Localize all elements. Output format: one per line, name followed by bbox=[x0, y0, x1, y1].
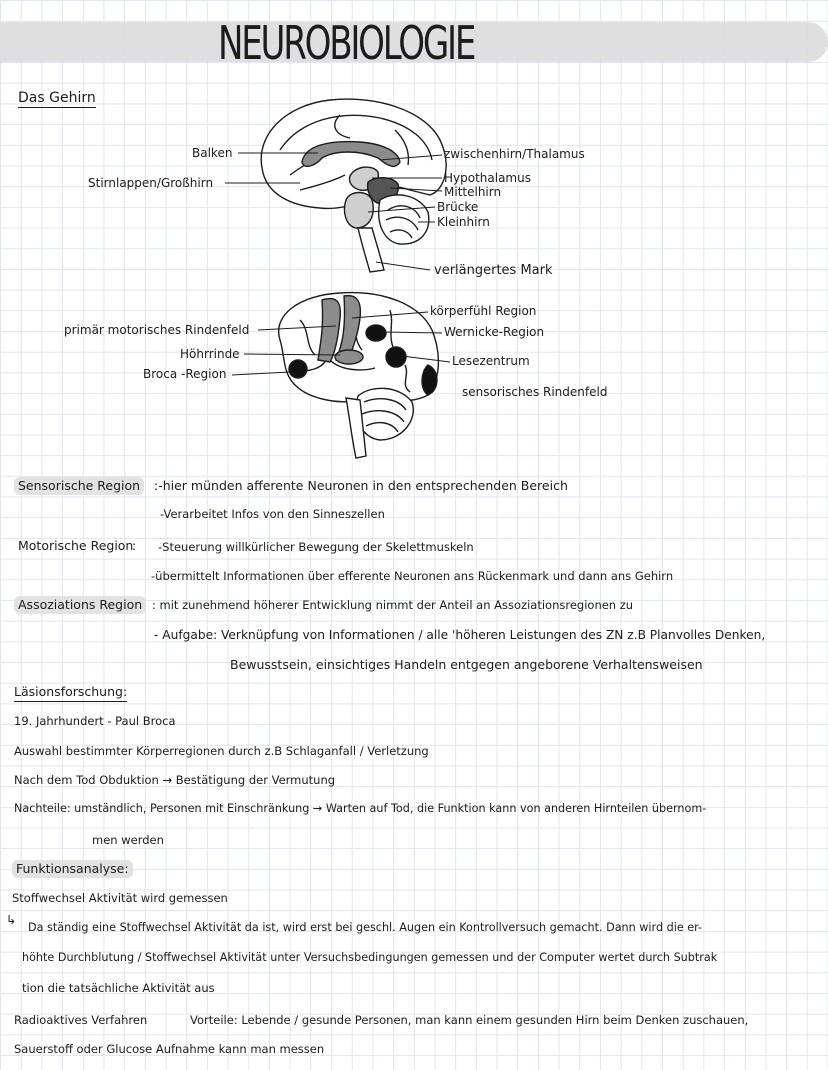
somatosensory-cortex bbox=[335, 294, 362, 363]
laesion-item-4-cont: men werden bbox=[92, 833, 164, 847]
broca-region bbox=[288, 359, 308, 379]
brain-lateral-diagram bbox=[277, 291, 440, 459]
diagram2-leader-lines bbox=[231, 311, 451, 376]
medulla bbox=[357, 227, 385, 273]
assoziations-region-line1: : mit zunehmend höherer Entwicklung nimm… bbox=[152, 598, 634, 612]
label-hypothalamus: Hypothalamus bbox=[444, 171, 531, 185]
arrow-return-icon: ↳ bbox=[6, 912, 17, 927]
label-bruecke: Brücke bbox=[437, 200, 479, 214]
diagram1-leader-lines bbox=[225, 152, 443, 271]
label-stirnlappen: Stirnlappen/Großhirn bbox=[88, 176, 214, 190]
funktion-heading: Funktionsanalyse: bbox=[12, 860, 133, 878]
wernicke-region bbox=[365, 324, 387, 342]
lateral-cerebellum bbox=[355, 387, 414, 441]
assoziations-region-line2: - Aufgabe: Verknüpfung von Informationen… bbox=[154, 628, 766, 642]
label-kleinhirn: Kleinhirn bbox=[437, 215, 490, 229]
laesion-item-3: Nach dem Tod Obduktion → Bestätigung der… bbox=[14, 773, 336, 787]
corpus-callosum bbox=[301, 140, 401, 168]
motorische-region-label: Motorische Region bbox=[18, 538, 134, 553]
funktion-item-6: Vorteile: Lebende / gesunde Personen, ma… bbox=[190, 1013, 749, 1027]
auditory-cortex bbox=[334, 349, 364, 365]
funktion-item-7: Sauerstoff oder Glucose Aufnahme kann ma… bbox=[14, 1042, 325, 1056]
funktion-item-4: tion die tatsächliche Aktivität aus bbox=[22, 981, 215, 995]
label-sensorisches-rindenfeld: sensorisches Rindenfeld bbox=[462, 385, 608, 399]
sensorische-region-line1: :-hier münden afferente Neuronen in den … bbox=[154, 478, 568, 493]
label-balken: Balken bbox=[192, 146, 233, 160]
assoziations-region-line3: Bewusstsein, einsichtiges Handeln entgeg… bbox=[230, 657, 703, 672]
laesion-heading: Läsionsforschung: bbox=[14, 684, 128, 702]
section-heading-brain: Das Gehirn bbox=[18, 90, 96, 108]
label-zwischenhirn: zwischenhirn/Thalamus bbox=[444, 147, 585, 161]
lateral-brainstem bbox=[345, 397, 367, 459]
label-verlaengertes-mark: verlängertes Mark bbox=[434, 263, 553, 278]
funktion-item-5: Radioaktives Verfahren bbox=[14, 1013, 148, 1027]
label-mittelhirn: Mittelhirn bbox=[444, 185, 502, 199]
cerebellum-folds bbox=[385, 205, 421, 239]
label-hoehrrinde: Höhrrinde bbox=[180, 347, 240, 361]
reading-center bbox=[385, 346, 407, 368]
label-wernicke-region: Wernicke-Region bbox=[444, 325, 545, 339]
laesion-item-4: Nachteile: umständlich, Personen mit Ein… bbox=[14, 802, 707, 815]
motor-cortex bbox=[317, 297, 342, 363]
label-broca-region: Broca -Region bbox=[143, 367, 227, 381]
label-lesezentrum: Lesezentrum bbox=[452, 354, 530, 368]
funktion-item-3: höhte Durchblutung / Stoffwechsel Aktivi… bbox=[22, 951, 718, 964]
motorische-region-line2: -übermittelt Informationen über efferent… bbox=[151, 569, 674, 583]
pons bbox=[343, 191, 374, 229]
funktion-item-2: Da ständig eine Stoffwechsel Aktivität d… bbox=[28, 921, 703, 934]
laesion-item-1: 19. Jahrhundert - Paul Broca bbox=[14, 714, 176, 728]
lateral-cerebellum-folds bbox=[361, 398, 407, 433]
brain-section-diagram bbox=[260, 98, 447, 273]
brain-diagrams bbox=[225, 98, 451, 459]
assoziations-region-label: Assoziations Region bbox=[14, 596, 147, 614]
sensorische-region-label: Sensorische Region bbox=[14, 477, 145, 495]
label-motorisches-rindenfeld: primär motorisches Rindenfeld bbox=[64, 323, 250, 337]
visual-cortex bbox=[421, 364, 438, 396]
funktion-item-1: Stoffwechsel Aktivität wird gemessen bbox=[12, 891, 228, 905]
laesion-item-2: Auswahl bestimmter Körperregionen durch … bbox=[14, 744, 429, 758]
label-koerperfuehl-region: körperfühl Region bbox=[430, 304, 537, 318]
sensorische-region-line2: -Verarbeitet Infos von den Sinneszellen bbox=[160, 507, 385, 521]
motorische-region-line1: -Steuerung willkürlicher Bewegung der Sk… bbox=[158, 540, 474, 554]
title-highlight bbox=[0, 22, 828, 62]
colon-separator: : bbox=[132, 538, 137, 553]
